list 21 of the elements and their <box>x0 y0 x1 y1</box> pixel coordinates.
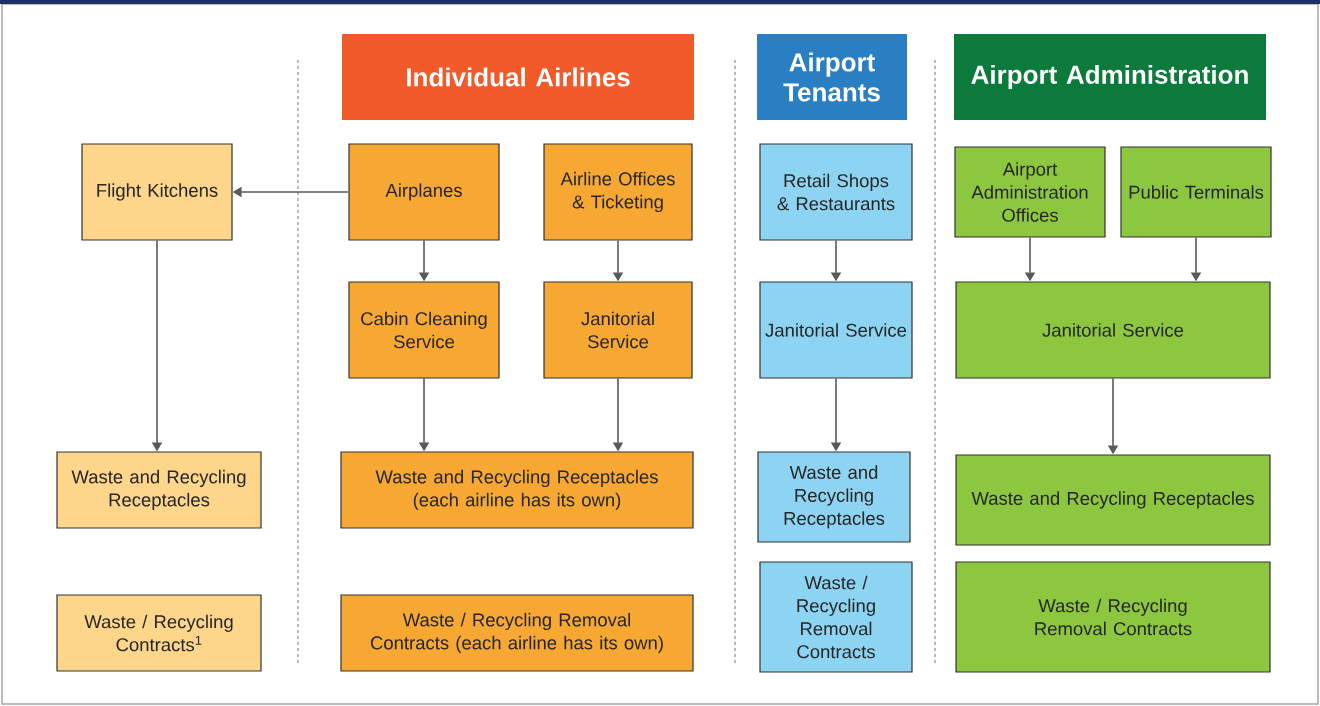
process-box: Waste / Recycling Removal Contracts <box>759 561 913 673</box>
process-box: Waste and Recycling Receptacles <box>955 454 1271 546</box>
process-box: Waste and Recycling Receptacles (each airline has its own) <box>340 451 694 529</box>
process-box: Airplanes <box>348 143 500 241</box>
heading-box: Airport Tenants <box>757 34 907 120</box>
process-box: Janitorial Service <box>543 281 693 379</box>
process-box: Janitorial Service <box>955 281 1271 379</box>
heading-box: Airport Administration <box>954 34 1266 120</box>
process-box: Retail Shops & Restaurants <box>759 143 913 241</box>
process-box: Waste / Recycling Removal Contracts (each airline has its own) <box>340 594 694 672</box>
process-box: Waste and Recycling Receptacles <box>757 451 911 543</box>
process-box: Public Terminals <box>1120 146 1272 238</box>
process-box: Waste / Recycling Contracts$^{1}$ <box>56 594 262 672</box>
process-box: Flight Kitchens <box>81 143 233 241</box>
process-box: Waste and Recycling Receptacles <box>56 451 262 529</box>
heading-box: Individual Airlines <box>342 34 694 120</box>
process-box: Airport Administration Offices <box>954 146 1106 238</box>
process-box: Airline Offices & Ticketing <box>543 143 693 241</box>
process-box: Waste / Recycling Removal Contracts <box>955 561 1271 673</box>
process-box: Janitorial Service <box>759 281 913 379</box>
process-box: Cabin Cleaning Service <box>348 281 500 379</box>
